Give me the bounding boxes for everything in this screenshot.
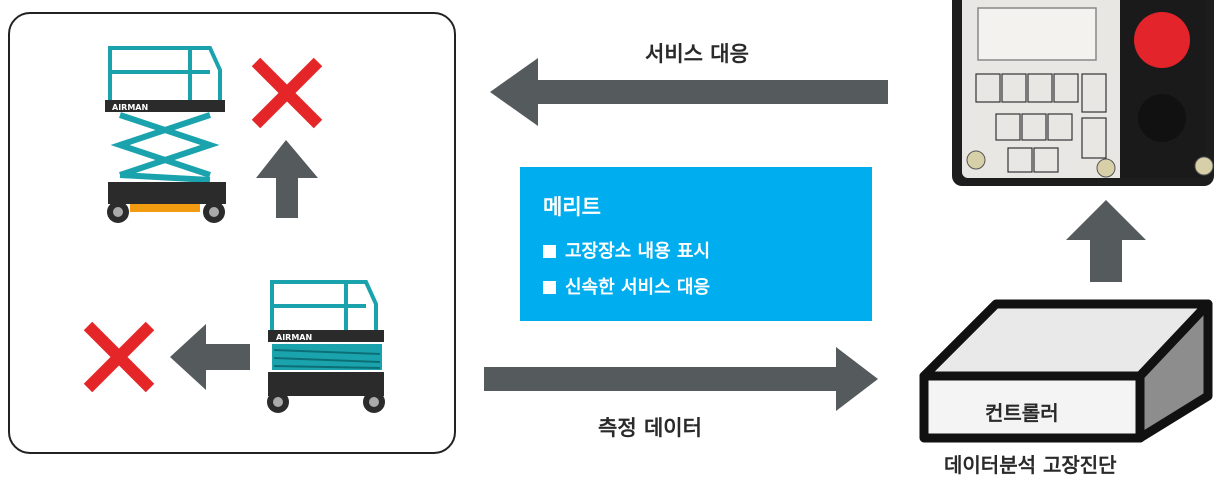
emergency-stop-button xyxy=(1134,12,1190,68)
merit-box: 메리트 고장장소 내용 표시 신속한 서비스 대응 xyxy=(520,167,872,321)
arrow-left-small-icon xyxy=(170,324,250,390)
lift-illustrations: AIRMAN AIRMAN xyxy=(83,46,385,413)
cross-icon-top xyxy=(251,57,323,129)
merit-title: 메리트 xyxy=(543,195,601,219)
merit-item: 신속한 서비스 대응 xyxy=(543,273,872,299)
controller-label: 컨트롤러 xyxy=(985,401,1059,425)
measure-arrow-label: 측정 데이터 xyxy=(598,416,702,440)
arrow-up-to-panel-icon xyxy=(1066,200,1146,282)
scissor-lift-raised: AIRMAN xyxy=(105,46,226,223)
measure-arrow xyxy=(484,347,878,411)
scissor-lift-lowered: AIRMAN xyxy=(267,280,385,413)
service-arrow-label: 서비스 대응 xyxy=(645,42,749,66)
lift-brand-label-bottom: AIRMAN xyxy=(276,333,312,342)
arrow-up-icon xyxy=(256,140,318,218)
controller-caption: 데이터분석 고장진단 xyxy=(944,453,1117,477)
square-bullet-icon xyxy=(543,281,556,294)
lift-brand-label-top: AIRMAN xyxy=(112,103,148,112)
cross-icon-bottom xyxy=(83,321,155,393)
service-arrow xyxy=(490,58,888,126)
square-bullet-icon xyxy=(543,245,556,258)
merit-item: 고장장소 내용 표시 xyxy=(543,237,872,263)
control-panel-device xyxy=(952,0,1214,186)
controller-box xyxy=(919,299,1213,443)
